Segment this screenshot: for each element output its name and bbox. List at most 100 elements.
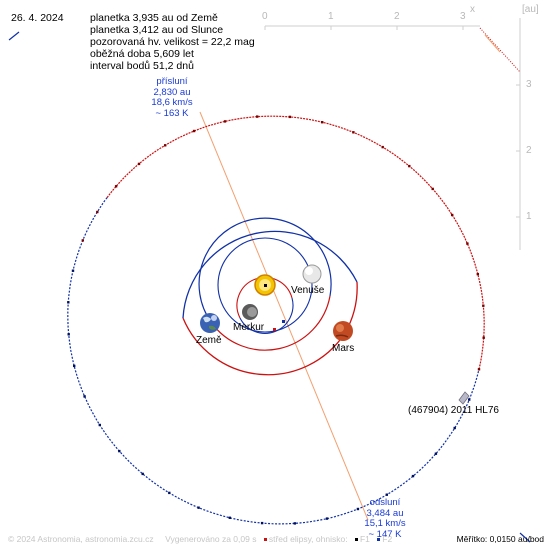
apsis-line bbox=[199, 111, 369, 521]
info-period: oběžná doba 5,609 let bbox=[90, 48, 194, 60]
aphelion-name: odsluní bbox=[369, 497, 401, 508]
orbit-point bbox=[468, 398, 471, 401]
footer: © 2024 Astronomia, astronomia.zcu.cz Vyg… bbox=[8, 534, 394, 544]
aphelion-speed: 15,1 km/s bbox=[364, 518, 406, 529]
orbit-point bbox=[98, 423, 101, 427]
info-panel: planetka 3,935 au od Země planetka 3,412… bbox=[90, 12, 255, 72]
mercury-orbit-red bbox=[236, 276, 293, 319]
orbit-point bbox=[67, 301, 70, 304]
y-tick-2: 2 bbox=[526, 145, 532, 156]
scale-label: Měřítko: 0,0150 au/bod bbox=[456, 534, 544, 544]
info-point-interval: interval bodů 51,2 dnů bbox=[90, 60, 194, 72]
orbit-point bbox=[381, 145, 384, 149]
earth-label: Země bbox=[196, 335, 222, 346]
earth-direction-indicator bbox=[479, 27, 521, 73]
orbit-point bbox=[431, 187, 434, 191]
mars-icon bbox=[333, 321, 353, 341]
axis-unit: [au] bbox=[522, 4, 539, 15]
asteroid-orbit-lower bbox=[67, 197, 480, 525]
orbit-point bbox=[118, 449, 121, 453]
orbit-point bbox=[434, 452, 438, 455]
orbit-point bbox=[228, 516, 231, 519]
venus-label: Venuše bbox=[291, 285, 325, 296]
y-tick-3: 3 bbox=[526, 79, 532, 90]
aphelion-distance: 3,484 au bbox=[366, 507, 404, 519]
orbit-point bbox=[168, 491, 171, 495]
orbit-point bbox=[321, 121, 324, 124]
x-tick-1: 1 bbox=[328, 11, 334, 22]
mars-orbit-red bbox=[182, 281, 358, 376]
aphelion-size: ~ 147 K bbox=[368, 528, 402, 540]
observation-date: 26. 4. 2024 bbox=[11, 12, 64, 24]
footer-f1: F1 bbox=[359, 534, 370, 544]
mercury-orbit-blue bbox=[239, 297, 294, 334]
orbit-point bbox=[114, 185, 118, 188]
orbit-point bbox=[453, 426, 456, 430]
perihelion-size: ~ 163 K bbox=[155, 107, 189, 119]
asteroid-orbit-upper bbox=[106, 115, 485, 370]
mars-label: Mars bbox=[332, 343, 355, 354]
footer-generated: Vygenerováno za 0,09 s bbox=[165, 534, 257, 544]
orbit-point bbox=[83, 395, 86, 398]
orbit-point bbox=[325, 517, 329, 520]
earth-orbit-blue bbox=[198, 217, 332, 323]
orbit-point bbox=[192, 129, 196, 133]
y-tick-1: 1 bbox=[526, 211, 532, 222]
orbit-point bbox=[71, 269, 75, 272]
orbit-point bbox=[197, 506, 200, 509]
footer-ellipse-center: střed elipsy, ohnisko: bbox=[268, 534, 348, 544]
info-sun-distance: planetka 3,412 au od Slunce bbox=[90, 24, 224, 36]
ellipse-center-dot bbox=[263, 537, 267, 541]
orbit-point bbox=[477, 368, 481, 371]
x-tick-0: 0 bbox=[262, 11, 268, 22]
x-tick-3: 3 bbox=[460, 11, 466, 22]
info-earth-distance: planetka 3,935 au od Země bbox=[90, 12, 218, 24]
orbit-point bbox=[356, 507, 360, 511]
orbit-point bbox=[411, 474, 415, 478]
orbit-point bbox=[288, 115, 292, 119]
orbit-point bbox=[256, 115, 259, 118]
orbit-point bbox=[482, 304, 485, 307]
venus-orbit bbox=[217, 237, 313, 333]
orbit-point bbox=[67, 333, 70, 336]
orbit-point bbox=[408, 164, 411, 168]
orbit-point bbox=[352, 131, 355, 134]
focus-f1-dot bbox=[354, 537, 358, 541]
orbit-point bbox=[385, 493, 388, 496]
earth-orbit-red bbox=[210, 295, 331, 351]
asteroid-label: (467904) 2011 HL76 bbox=[408, 405, 499, 416]
perihelion-label: přísluní 2,830 au 18,6 km/s ~ 163 K bbox=[148, 76, 196, 119]
orbit-point bbox=[73, 364, 76, 368]
mercury-icon bbox=[242, 304, 258, 320]
perihelion-distance: 2,830 au bbox=[153, 86, 191, 98]
orbit-point bbox=[141, 472, 144, 476]
orbit-point bbox=[466, 242, 469, 245]
orbit-point bbox=[260, 521, 264, 525]
y-axis-ticks bbox=[516, 84, 520, 218]
footer-copyright: © 2024 Astronomia, astronomia.zcu.cz bbox=[8, 534, 154, 544]
orbit-point bbox=[164, 144, 167, 147]
venus-icon bbox=[302, 264, 322, 284]
axis-corner-x: x bbox=[470, 4, 475, 15]
ellipse-center-marker bbox=[273, 328, 276, 331]
orbit-point bbox=[96, 210, 99, 214]
asteroid-orbit-points bbox=[67, 115, 485, 525]
focus-f2-marker bbox=[282, 320, 285, 323]
orbit-point bbox=[293, 522, 296, 525]
mars-orbit-blue bbox=[182, 230, 358, 319]
earth-icon bbox=[200, 313, 220, 333]
orbit-point bbox=[223, 120, 227, 123]
perihelion-speed: 18,6 km/s bbox=[151, 97, 193, 108]
orbit-point bbox=[451, 213, 454, 217]
x-axis-ticks bbox=[264, 26, 464, 30]
orbit-point bbox=[81, 239, 84, 242]
perihelion-name: přísluní bbox=[156, 76, 188, 87]
orbit-point bbox=[482, 336, 485, 339]
mercury-label: Merkur bbox=[233, 322, 265, 333]
orbit-direction-arrows bbox=[8, 31, 531, 543]
sun-icon bbox=[254, 274, 276, 296]
x-tick-2: 2 bbox=[394, 11, 400, 22]
orbit-point bbox=[476, 272, 479, 276]
